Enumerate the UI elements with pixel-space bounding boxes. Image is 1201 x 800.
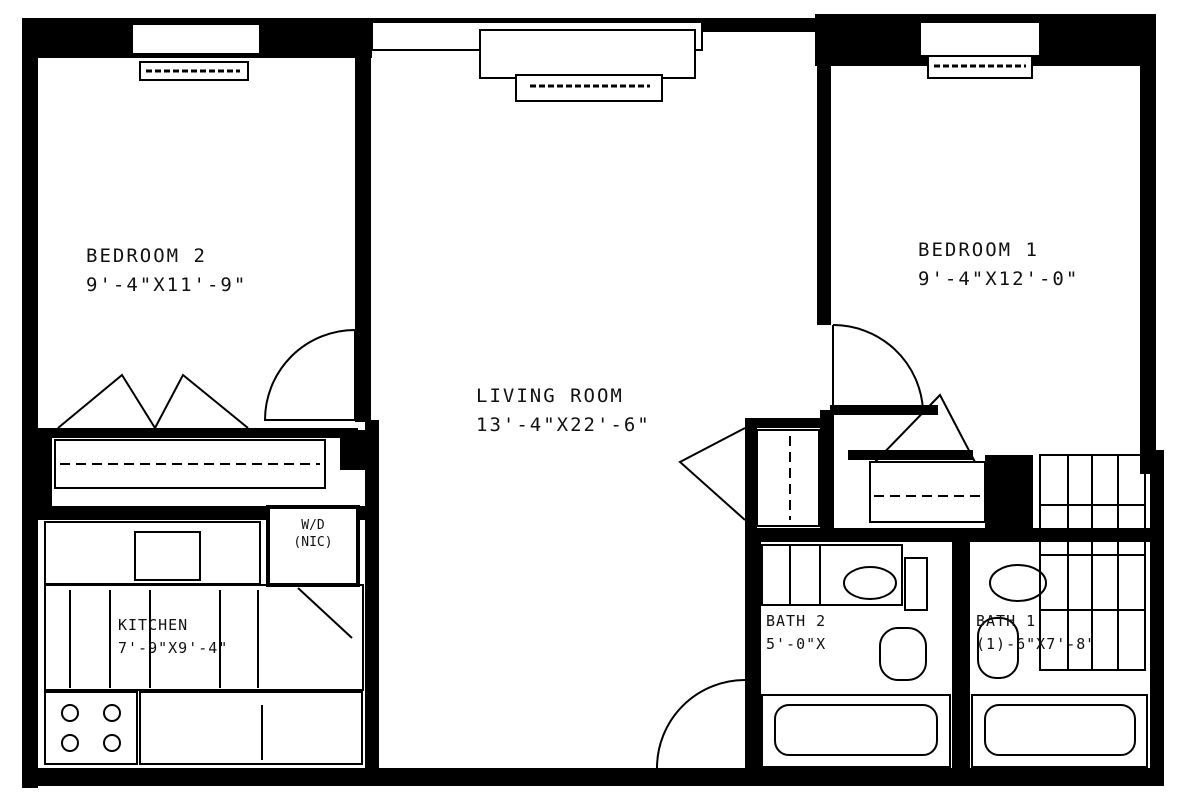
bath2-label: BATH 2 5'-0"X <box>766 610 826 655</box>
bedroom2-closet-bifold-doors <box>57 373 249 429</box>
living-room-name: LIVING ROOM <box>476 385 624 407</box>
washer-dryer-box <box>266 505 360 587</box>
bath1-fixtures <box>971 454 1148 768</box>
bedroom2-door-swing <box>263 328 356 421</box>
living-room-label: LIVING ROOM 13'-4"X22'-6" <box>476 382 651 441</box>
bedroom2-label: BEDROOM 2 9'-4"X11'-9" <box>86 242 247 301</box>
bedroom1-door-swing <box>832 323 924 411</box>
washer-dryer-line2: (NIC) <box>293 534 333 550</box>
washer-dryer-label: W/D (NIC) <box>278 518 348 552</box>
washer-dryer-line1: W/D <box>301 518 325 533</box>
windows <box>131 21 1041 102</box>
closet-rods <box>60 436 982 520</box>
bath2-door-swing <box>656 679 746 769</box>
stove-burners <box>61 704 121 752</box>
bath2-fixtures <box>761 544 951 768</box>
kitchen-counters <box>44 521 364 765</box>
kitchen-door-swing <box>297 587 353 639</box>
bath2-dims: 5'-0"X <box>766 634 827 653</box>
kitchen-dims: 7'-9"X9'-4" <box>118 638 229 657</box>
kitchen-label: KITCHEN 7'-9"X9'-4" <box>118 614 228 659</box>
bedroom1-name: BEDROOM 1 <box>918 239 1039 261</box>
exterior-walls <box>22 14 1164 788</box>
kitchen-name: KITCHEN <box>118 616 189 634</box>
bath1-dims: (1)-6"X7'-8" <box>976 634 1097 653</box>
bath1-name: BATH 1 <box>976 612 1037 630</box>
closet-shelves <box>54 429 986 527</box>
hall-closet-door <box>678 427 746 521</box>
bath1-label: BATH 1 (1)-6"X7'-8" <box>976 610 1096 655</box>
interior-walls <box>38 22 1157 780</box>
bedroom1-label: BEDROOM 1 9'-4"X12'-0" <box>918 236 1079 295</box>
bedroom1-dims: 9'-4"X12'-0" <box>918 268 1080 291</box>
bath2-name: BATH 2 <box>766 612 827 630</box>
living-room-dims: 13'-4"X22'-6" <box>476 414 651 437</box>
window-sill-hatching <box>146 64 1026 88</box>
bedroom2-name: BEDROOM 2 <box>86 245 207 267</box>
bedroom1-closet-door <box>874 393 976 463</box>
bedroom2-dims: 9'-4"X11'-9" <box>86 274 248 297</box>
